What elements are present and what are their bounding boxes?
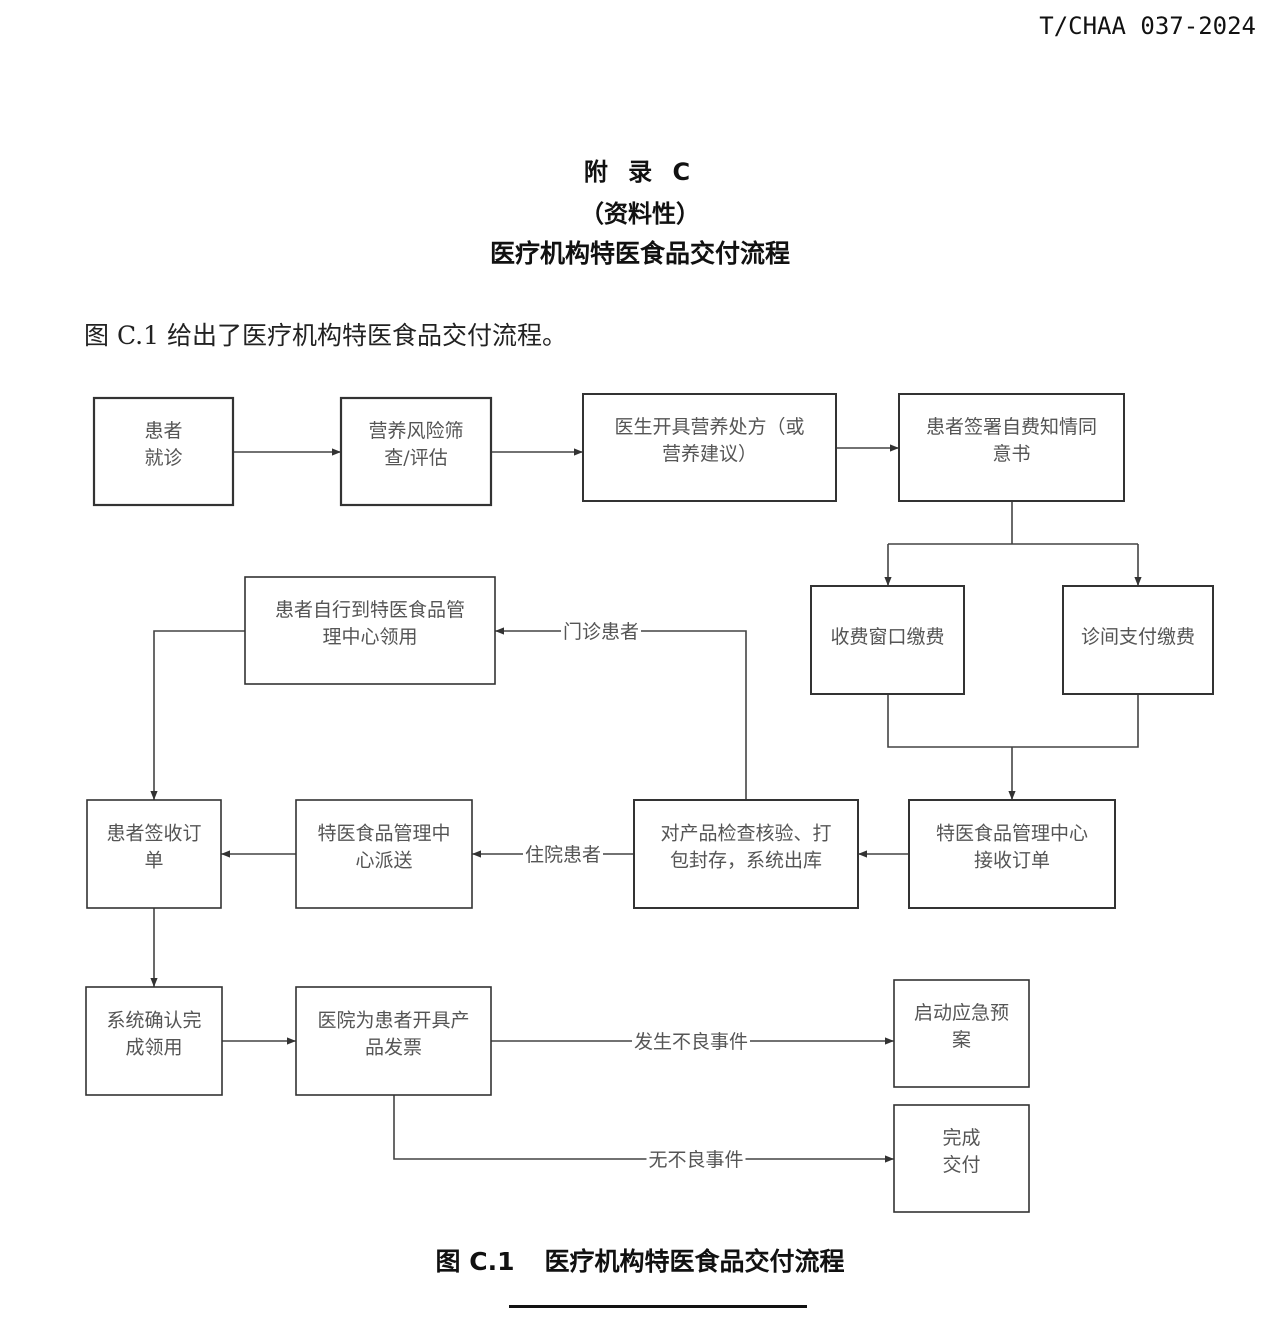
flow-node-text: 接收订单 (974, 850, 1050, 872)
caption-number: 图 C.1 (435, 1247, 515, 1276)
edge-pay-merge (887, 694, 1139, 748)
flow-node-text: 营养风险筛 (368, 420, 463, 442)
figure-caption: 图 C.1 医疗机构特医食品交付流程 (0, 1242, 1280, 1278)
edge-label-outpatient: 门诊患者 (563, 621, 639, 643)
intro-paragraph: 图 C.1 给出了医疗机构特医食品交付流程。 (84, 321, 567, 350)
flow-node-box (898, 393, 1125, 502)
edge-label-bg (523, 841, 603, 867)
flow-node-text: 系统确认完 (106, 1010, 201, 1032)
flow-node-box (1062, 585, 1214, 695)
flow-node-text: 启动应急预 (914, 1002, 1009, 1024)
flow-node-text: 患者签收订 (106, 823, 201, 845)
flow-node-text: 营养建议） (662, 443, 757, 465)
flow-node-text: 诊间支付缴费 (1081, 626, 1195, 648)
edge-inspect-outpatient (495, 627, 747, 800)
standard-code: T/CHAA 037-2024 (1039, 12, 1256, 40)
flow-node-text: 案 (952, 1029, 971, 1051)
flow-node-box (295, 799, 473, 909)
flow-node-box (908, 799, 1116, 909)
flow-node-text: 单 (144, 850, 163, 872)
flow-node-text: 意书 (992, 443, 1030, 465)
flow-node-box (582, 393, 837, 502)
flow-node-box (893, 1104, 1030, 1213)
flow-node-text: 完成 (942, 1127, 980, 1149)
flow-node-text: 特医食品管理中 (317, 823, 450, 845)
flow-node-text: 成领用 (125, 1037, 182, 1059)
end-rule (509, 1305, 807, 1308)
flow-node-box (92, 396, 235, 507)
flow-node-box (633, 799, 859, 909)
flow-node-text: 医院为患者开具产 (317, 1010, 469, 1032)
edge-label-no_adverse: 无不良事件 (648, 1149, 743, 1171)
flow-node-box (893, 979, 1030, 1088)
flow-node-text: 就诊 (144, 447, 182, 469)
flow-node-box (244, 576, 496, 685)
flow-node-text: 收费窗口缴费 (830, 626, 944, 648)
flow-node-text: 品发票 (365, 1037, 422, 1059)
edge-invoice-complete (393, 1095, 894, 1163)
flow-node-box (339, 396, 493, 507)
flow-node-text: 查/评估 (384, 447, 447, 469)
edge-label-adverse: 发生不良事件 (634, 1031, 748, 1053)
edge-label-inpatient: 住院患者 (525, 844, 601, 866)
edge-label-bg (561, 618, 641, 644)
edge-label-bg (632, 1028, 750, 1054)
edge-pickup-sign (150, 630, 245, 800)
flow-node-text: 患者 (144, 420, 182, 442)
flow-node-text: 患者自行到特医食品管 (275, 599, 465, 621)
flow-node-text: 对产品检查核验、打 (660, 823, 831, 845)
appendix-title: 医疗机构特医食品交付流程 (489, 239, 790, 268)
appendix-label: 附 录 C (583, 158, 697, 186)
caption-title: 医疗机构特医食品交付流程 (544, 1247, 845, 1276)
flow-node-text: 特医食品管理中心 (936, 823, 1088, 845)
flow-node-text: 包封存，系统出库 (670, 850, 822, 872)
flow-node-pay-window: 收费窗口缴费 (810, 585, 965, 695)
flow-node-text: 交付 (942, 1154, 980, 1176)
flow-node-box (810, 585, 965, 695)
flow-node-text: 医生开具营养处方（或 (614, 416, 804, 438)
flow-node-text: 心派送 (355, 850, 412, 872)
flow-node-text: 理中心领用 (322, 626, 417, 648)
flow-node-box (86, 799, 222, 909)
flow-node-box (85, 986, 223, 1096)
flow-node-box (295, 986, 492, 1096)
appendix-nature: （资料性） (580, 200, 700, 228)
flow-node-pay-clinic: 诊间支付缴费 (1062, 585, 1214, 695)
flow-node-text: 患者签署自费知情同 (926, 416, 1097, 438)
edge-label-bg (646, 1146, 746, 1172)
